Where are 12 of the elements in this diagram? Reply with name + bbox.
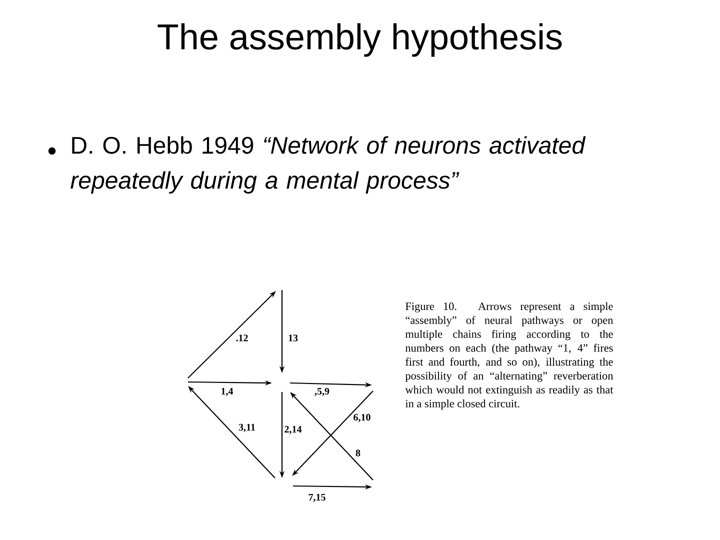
arrow-number: 6,10 <box>354 414 370 422</box>
arrow-number: 2,14 <box>284 426 302 434</box>
title: The assembly hypothesis <box>158 23 562 57</box>
figure-caption: Figure 10. Arrows represent a simple “assembly” of neural pathways or open multiple chains firing according to the numbers on each (the pathway “1, 4” fires first and fourth, and so on), illustrating the possibility of an “alternating” reverberation which would not extinguish as readily as that in a simple closed circuit. <box>405 302 614 410</box>
arrow-number: 8 <box>356 450 360 456</box>
arrow-number: .12 <box>236 334 248 342</box>
arrow-number: ,5,9 <box>314 388 330 396</box>
arrow-number: 1,4 <box>222 388 234 396</box>
arrow-number: 13 <box>288 334 298 342</box>
arrow-number: 3,11 <box>238 424 255 432</box>
bullet-text: D. O. Hebb 1949 “Network of neurons activated repeatedly during a mental process” <box>70 136 586 194</box>
arrow-number: 7,15 <box>308 494 326 502</box>
